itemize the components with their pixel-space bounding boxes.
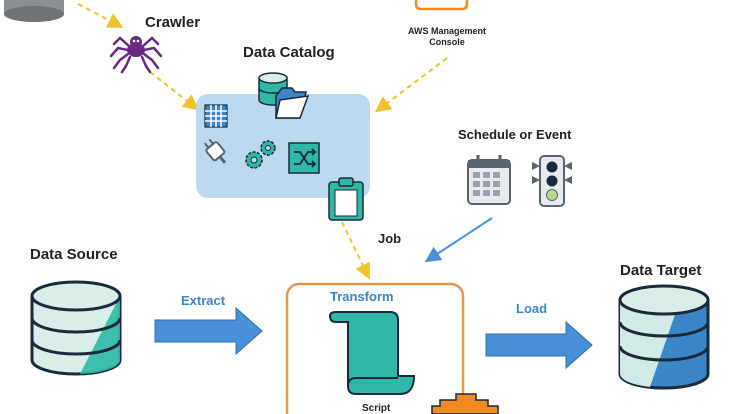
crawler-to-catalog-arrow	[149, 71, 200, 111]
schedule-to-job-arrow	[424, 217, 493, 263]
script-label: Script	[362, 403, 391, 414]
transform-label: Transform	[330, 289, 394, 304]
gears-icon	[245, 140, 276, 169]
calendar-icon	[467, 155, 511, 205]
traffic-light-icon	[532, 155, 572, 207]
catalog-to-transform-arrow	[341, 221, 371, 280]
spider-icon	[109, 36, 163, 74]
top-database-icon	[4, 0, 64, 22]
clipboard-icon	[328, 177, 364, 221]
data-catalog-panel	[196, 94, 370, 198]
data-source-database-icon	[30, 280, 122, 376]
engine-icon	[431, 393, 499, 414]
table-icon	[204, 104, 228, 128]
data-source-label: Data Source	[30, 246, 118, 263]
aws-console-line1: AWS Management	[407, 26, 486, 36]
crawler-label: Crawler	[145, 14, 201, 31]
folder-icon	[275, 87, 310, 119]
shuffle-icon	[288, 142, 320, 174]
extract-label: Extract	[181, 293, 226, 308]
data-target-label: Data Target	[620, 262, 702, 279]
extract-arrow	[154, 306, 263, 356]
console-to-catalog-arrow	[374, 57, 448, 113]
data-catalog-label: Data Catalog	[243, 44, 335, 61]
aws-console-icon	[414, 0, 469, 11]
load-label: Load	[516, 301, 548, 316]
load-arrow	[485, 320, 593, 370]
job-label: Job	[378, 231, 402, 246]
aws-console-line2: Console	[429, 37, 465, 47]
script-scroll-icon	[328, 311, 416, 395]
data-target-database-icon	[618, 284, 710, 390]
schedule-label: Schedule or Event	[458, 127, 572, 142]
plug-icon	[203, 138, 227, 164]
aws-console-label: AWS Management Console	[400, 26, 494, 48]
db-to-crawler-arrow	[77, 3, 124, 28]
